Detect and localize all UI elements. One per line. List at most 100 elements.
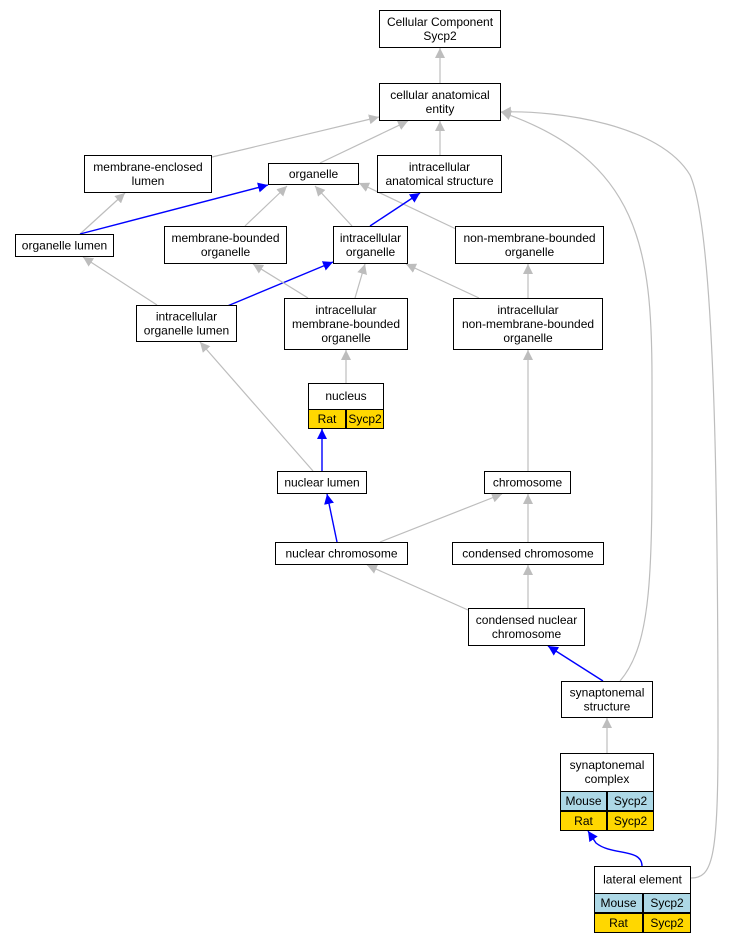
gene-cell	[643, 893, 691, 913]
node-nl[interactable]: nuclear lumen	[277, 471, 367, 494]
node-label-line: non-membrane-bounded	[463, 231, 595, 245]
node-cchr[interactable]: condensed chromosome	[452, 542, 604, 565]
gene-cell	[607, 811, 654, 831]
node-box	[164, 226, 287, 264]
node-label-line: Sycp2	[423, 29, 457, 43]
node-box	[268, 163, 359, 185]
edge-nchr-to-chr	[379, 493, 503, 543]
species-cell	[560, 811, 607, 831]
node-label-line: lateral element	[603, 873, 682, 887]
edge-iol-to-orglum	[82, 256, 158, 306]
node-label-line: non-membrane-bounded	[462, 317, 594, 331]
edge-imbo-to-mbo	[252, 263, 309, 299]
edge-mbo-to-org	[244, 185, 288, 227]
node-label-line: intracellular	[156, 310, 217, 324]
edge-ss-to-cnchr	[547, 645, 604, 682]
species-cell	[560, 791, 607, 811]
gene-label: Sycp2	[650, 916, 684, 930]
node-label-line: intracellular	[409, 160, 470, 174]
node-box	[277, 471, 367, 494]
gene-cell	[346, 409, 384, 429]
edge-io-to-ias	[369, 192, 421, 227]
node-label-line: condensed chromosome	[462, 547, 594, 561]
node-label-line: membrane-enclosed	[93, 160, 202, 174]
species-label: Rat	[609, 916, 628, 930]
node-org[interactable]: organelle	[268, 163, 359, 185]
node-label-line: organelle	[505, 245, 555, 259]
node-box	[468, 608, 585, 646]
node-label-line: organelle	[289, 167, 339, 181]
node-label-line: condensed nuclear	[476, 613, 577, 627]
node-chr[interactable]: chromosome	[484, 471, 571, 494]
gene-label: Sycp2	[614, 814, 648, 828]
node-label-line: entity	[426, 102, 455, 116]
node-box	[15, 234, 114, 257]
edge-cnchr-to-nchr	[366, 564, 469, 611]
gene-label: Sycp2	[614, 794, 648, 808]
node-label-line: organelle lumen	[22, 239, 107, 253]
edge-orglum-to-mel	[79, 192, 126, 235]
species-cell	[594, 893, 643, 913]
node-label-line: intracellular	[497, 303, 558, 317]
node-label-line: organelle	[321, 331, 371, 345]
node-label-line: nuclear chromosome	[285, 547, 397, 561]
edge-layer	[79, 48, 719, 879]
node-label-line: synaptonemal	[570, 758, 645, 772]
node-box	[379, 83, 501, 121]
node-label-line: nucleus	[325, 389, 366, 403]
node-label-line: complex	[585, 772, 630, 786]
edge-nl-to-iol	[199, 341, 314, 472]
node-label-line: lumen	[132, 174, 165, 188]
node-label-line: Cellular Component	[387, 15, 494, 29]
species-label: Rat	[574, 814, 593, 828]
node-box	[484, 471, 571, 494]
node-orglum[interactable]: organelle lumen	[15, 234, 114, 257]
node-box	[455, 226, 604, 264]
node-label-line: chromosome	[493, 476, 563, 490]
node-box	[333, 226, 408, 264]
gene-cell	[643, 913, 691, 933]
edge-iol-to-io	[224, 261, 334, 308]
edge-nchr-to-nl	[324, 493, 338, 543]
edge-orglum-to-org	[79, 182, 269, 235]
node-inmbo[interactable]: intracellularnon-membrane-boundedorganel…	[453, 298, 603, 350]
edge-imbo-to-io	[354, 263, 367, 299]
node-label-line: intracellular	[340, 231, 401, 245]
edge-org-to-cae	[319, 120, 409, 164]
node-box	[84, 155, 212, 193]
gene-label: Sycp2	[650, 896, 684, 910]
node-label-line: intracellular	[315, 303, 376, 317]
edge-le-to-cae	[500, 106, 719, 879]
edge-ss-to-cae	[500, 110, 653, 682]
node-box	[136, 305, 237, 342]
node-box	[377, 155, 502, 193]
node-label-line: chromosome	[492, 627, 562, 641]
edge-le-to-sc	[587, 830, 643, 867]
node-label-line: synaptonemal	[570, 686, 645, 700]
species-label: Mouse	[565, 794, 601, 808]
species-cell	[308, 409, 346, 429]
gene-label: Sycp2	[348, 412, 382, 426]
node-label-line: membrane-bounded	[292, 317, 400, 331]
node-label-line: organelle	[346, 245, 396, 259]
node-nchr[interactable]: nuclear chromosome	[275, 542, 408, 565]
node-label-line: structure	[584, 700, 631, 714]
node-label-line: nuclear lumen	[284, 476, 359, 490]
edge-io-to-org	[314, 185, 353, 227]
